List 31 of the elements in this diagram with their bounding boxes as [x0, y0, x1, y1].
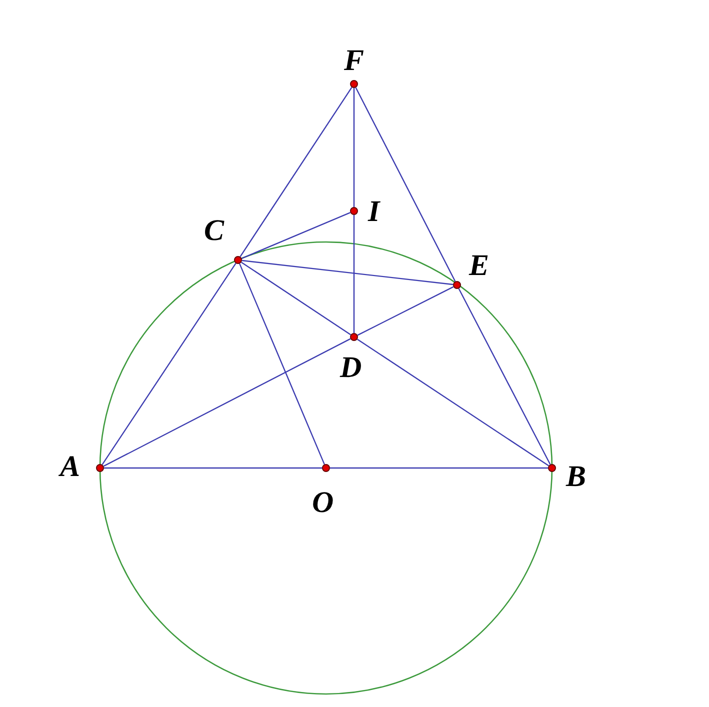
- point-label: A: [60, 452, 80, 482]
- point-dot: [350, 80, 358, 88]
- point-label: F: [344, 46, 364, 76]
- line-segment: [353, 88, 355, 207]
- line-segment: [241, 212, 351, 259]
- point-label: O: [312, 488, 334, 518]
- point-dot: [350, 207, 358, 215]
- point-dot: [453, 281, 461, 289]
- line-segment: [242, 260, 454, 286]
- point-label: B: [566, 462, 586, 492]
- line-segment: [458, 288, 551, 465]
- point-label: E: [469, 251, 490, 281]
- line-segment: [355, 87, 456, 282]
- line-segment: [356, 338, 550, 466]
- point-label: I: [368, 197, 380, 227]
- line-segment: [240, 262, 352, 336]
- line-segment: [353, 215, 355, 333]
- point-dot: [350, 333, 358, 341]
- line-segment: [239, 263, 325, 465]
- point-dot: [548, 464, 556, 472]
- line-segment: [102, 262, 236, 466]
- point-label: D: [340, 353, 362, 383]
- point-label: C: [204, 216, 224, 246]
- point-dot: [322, 464, 330, 472]
- line-segment: [357, 286, 454, 336]
- line-segment: [103, 338, 351, 467]
- point-dot: [96, 464, 104, 472]
- line-segment: [240, 86, 352, 258]
- point-dot: [234, 256, 242, 264]
- line-segment: [104, 467, 322, 469]
- line-segment: [330, 467, 548, 469]
